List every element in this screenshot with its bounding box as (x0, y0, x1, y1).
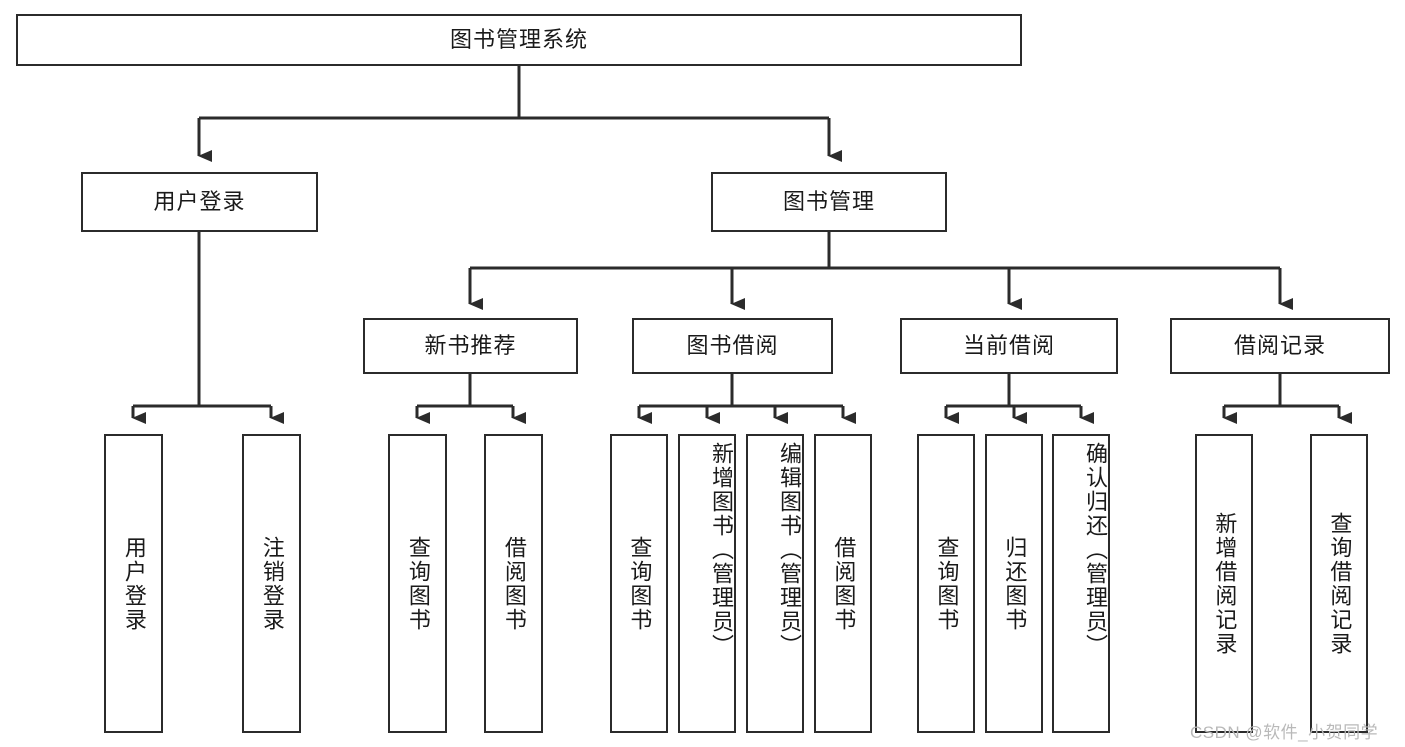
node-leaf-return-book[interactable]: 归还图书 (985, 434, 1043, 733)
node-leaf-query-book-recommend[interactable]: 查询图书 (388, 434, 447, 733)
csdn-watermark: CSDN @软件_小贺同学 (1190, 723, 1379, 742)
node-leaf-user-login[interactable]: 用户登录 (104, 434, 163, 733)
node-leaf-borrow-book-recommend[interactable]: 借阅图书 (484, 434, 543, 733)
node-leaf-query-borrow-record[interactable]: 查询借阅记录 (1310, 434, 1368, 733)
node-book-borrow[interactable]: 图书借阅 (632, 318, 833, 374)
node-leaf-confirm-return-admin[interactable]: 确认归还（管理员） (1052, 434, 1110, 733)
node-book-management[interactable]: 图书管理 (711, 172, 947, 232)
node-leaf-query-book-borrow[interactable]: 查询图书 (610, 434, 668, 733)
node-leaf-edit-book-admin[interactable]: 编辑图书（管理员） (746, 434, 804, 733)
node-leaf-add-book-admin[interactable]: 新增图书（管理员） (678, 434, 736, 733)
node-leaf-borrow-book[interactable]: 借阅图书 (814, 434, 872, 733)
node-leaf-add-borrow-record[interactable]: 新增借阅记录 (1195, 434, 1253, 733)
node-user-login[interactable]: 用户登录 (81, 172, 318, 232)
node-borrow-record[interactable]: 借阅记录 (1170, 318, 1390, 374)
node-leaf-user-logout[interactable]: 注销登录 (242, 434, 301, 733)
node-root-system[interactable]: 图书管理系统 (16, 14, 1022, 66)
node-new-book-recommend[interactable]: 新书推荐 (363, 318, 578, 374)
node-current-borrow[interactable]: 当前借阅 (900, 318, 1118, 374)
node-leaf-query-book-current[interactable]: 查询图书 (917, 434, 975, 733)
